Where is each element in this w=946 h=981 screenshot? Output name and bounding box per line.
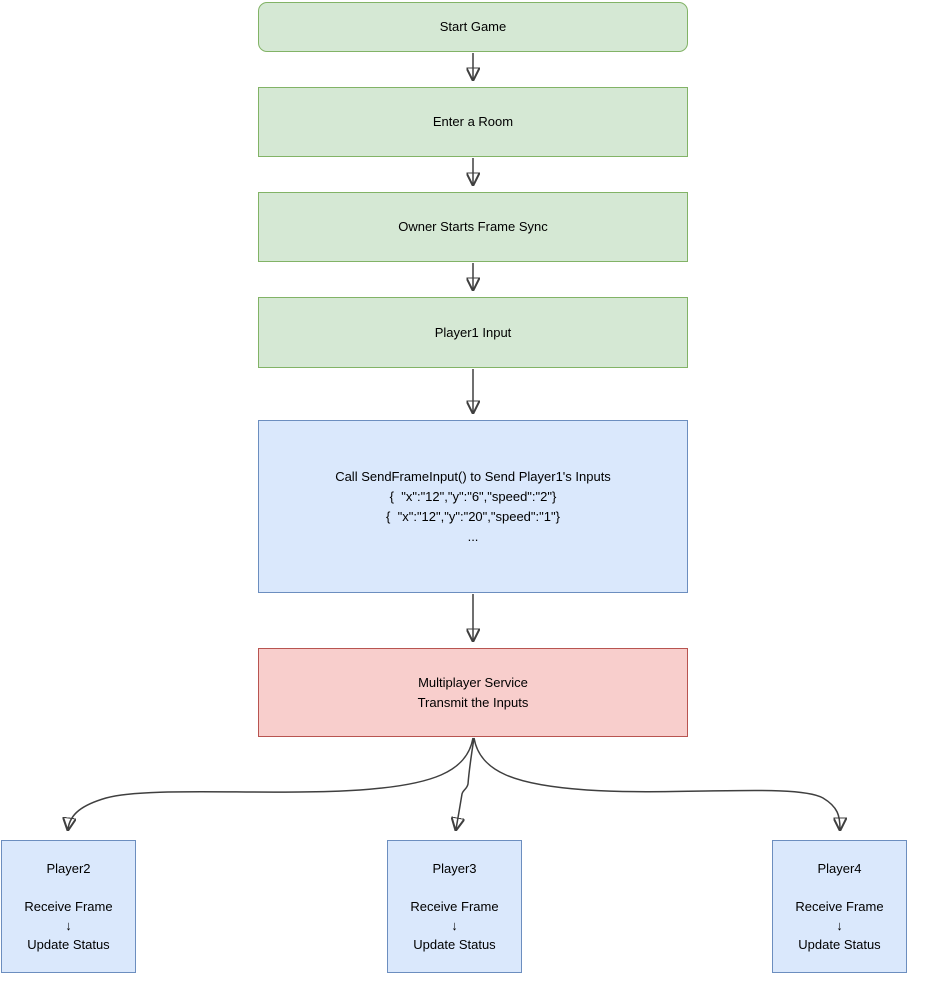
player2-step-receive: Receive Frame — [24, 899, 113, 914]
send-frame-input-sample-2: { "x":"12","y":"20","speed":"1"} — [386, 508, 560, 524]
node-start-game-label: Start Game — [439, 19, 507, 34]
node-enter-room-label: Enter a Room — [432, 114, 514, 129]
node-enter-room: Enter a Room — [258, 87, 688, 157]
multiplayer-service-line2: Transmit the Inputs — [417, 694, 529, 710]
player3-step-receive: Receive Frame — [410, 899, 499, 914]
player4-step-update: Update Status — [798, 937, 881, 952]
node-player3: Player3 Receive Frame ↓ Update Status — [387, 840, 522, 973]
node-owner-starts-frame-sync: Owner Starts Frame Sync — [258, 192, 688, 262]
edge-multiplayer-to-player2 — [68, 737, 474, 829]
node-send-frame-input: Call SendFrameInput() to Send Player1's … — [258, 420, 688, 593]
send-frame-input-title: Call SendFrameInput() to Send Player1's … — [335, 468, 611, 484]
player4-title: Player4 — [817, 861, 862, 876]
node-player1-input-label: Player1 Input — [434, 324, 512, 340]
player2-title: Player2 — [46, 861, 91, 876]
node-player4: Player4 Receive Frame ↓ Update Status — [772, 840, 907, 973]
player2-step-update: Update Status — [27, 937, 110, 952]
player4-step-receive: Receive Frame — [795, 899, 884, 914]
node-player2: Player2 Receive Frame ↓ Update Status — [1, 840, 136, 973]
player3-down-arrow-glyph: ↓ — [451, 918, 458, 933]
node-owner-starts-frame-sync-label: Owner Starts Frame Sync — [398, 219, 548, 234]
node-multiplayer-service: Multiplayer Service Transmit the Inputs — [258, 648, 688, 737]
send-frame-input-sample-1: { "x":"12","y":"6","speed":"2"} — [389, 488, 557, 504]
player4-down-arrow-glyph: ↓ — [836, 918, 843, 933]
node-start-game: Start Game — [258, 2, 688, 52]
player3-step-update: Update Status — [413, 937, 496, 952]
player3-title: Player3 — [432, 861, 477, 876]
send-frame-input-ellipsis: ... — [467, 528, 479, 544]
edge-multiplayer-to-player4 — [473, 737, 840, 829]
player2-down-arrow-glyph: ↓ — [65, 918, 72, 933]
multiplayer-service-line1: Multiplayer Service — [418, 674, 528, 690]
edge-multiplayer-to-player3 — [456, 737, 475, 829]
node-player1-input: Player1 Input — [258, 297, 688, 368]
